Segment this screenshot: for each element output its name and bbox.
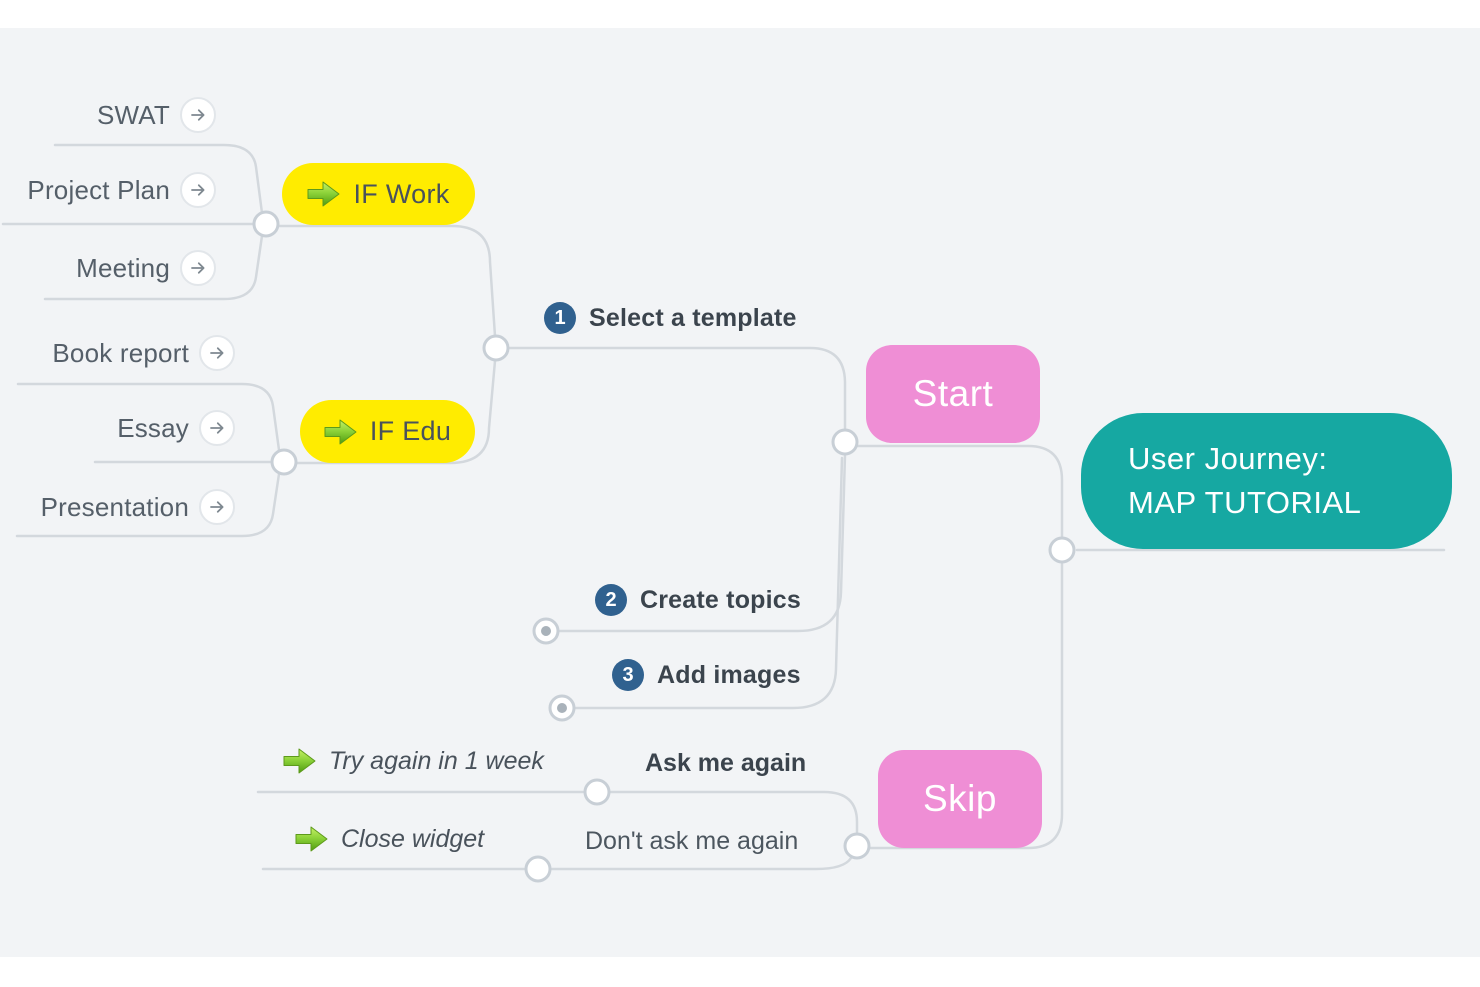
edge-swat — [53, 143, 264, 215]
root-title-line2: MAP TUTORIAL — [1128, 485, 1362, 520]
node-try-again-label: Try again in 1 week — [329, 746, 544, 775]
node-essay[interactable]: Essay — [117, 410, 235, 446]
edge-select-template-to-start — [507, 346, 847, 432]
node-meeting[interactable]: Meeting — [76, 250, 216, 286]
node-try-again-in-1-week[interactable]: Try again in 1 week — [283, 746, 544, 776]
connector-ask-again[interactable] — [583, 778, 611, 806]
step-1-badge: 1 — [544, 302, 576, 334]
node-select-a-template[interactable]: 1 Select a template — [544, 302, 797, 334]
node-swat-label: SWAT — [96, 99, 170, 130]
node-ask-me-again-label: Ask me again — [645, 748, 807, 777]
node-meeting-label: Meeting — [76, 252, 170, 283]
node-add-images-label: Add images — [657, 660, 801, 689]
edge-book-report — [16, 382, 281, 452]
edge-create-topics-to-start — [556, 453, 847, 633]
edge-presentation — [15, 472, 281, 538]
node-presentation-label: Presentation — [40, 491, 189, 522]
node-swat[interactable]: SWAT — [97, 97, 216, 133]
node-create-topics-label: Create topics — [640, 585, 801, 614]
connector-add-images-dot — [557, 703, 567, 713]
node-start[interactable]: Start — [866, 345, 1040, 443]
node-ask-me-again[interactable]: Ask me again — [645, 748, 806, 778]
edge-start-to-root — [856, 444, 1064, 540]
step-3-badge: 3 — [612, 659, 644, 691]
node-skip-label: Skip — [923, 778, 997, 819]
connector-select-template[interactable] — [482, 334, 510, 362]
node-create-topics[interactable]: 2 Create topics — [595, 584, 801, 616]
edge-ifedu-to-select — [295, 359, 497, 465]
connector-root[interactable] — [1048, 536, 1076, 564]
node-if-work[interactable]: IF Work — [282, 163, 475, 225]
connector-dont-ask[interactable] — [524, 855, 552, 883]
node-add-images[interactable]: 3 Add images — [612, 659, 801, 691]
edge-skip-to-root — [868, 560, 1064, 850]
edge-ask-again-to-skip — [608, 790, 859, 836]
node-project-plan[interactable]: Project Plan — [27, 172, 216, 208]
green-arrow-right-icon — [324, 419, 357, 444]
node-close-widget[interactable]: Close widget — [295, 824, 484, 854]
node-presentation[interactable]: Presentation — [41, 489, 235, 525]
arrow-right-circle-icon[interactable] — [180, 97, 216, 133]
node-close-widget-label: Close widget — [341, 824, 485, 853]
node-dont-ask-label: Don't ask me again — [585, 826, 799, 855]
arrow-right-circle-icon[interactable] — [199, 410, 235, 446]
node-start-label: Start — [912, 373, 994, 414]
node-if-work-label: IF Work — [353, 178, 450, 209]
node-book-report-label: Book report — [52, 337, 189, 368]
node-skip[interactable]: Skip — [878, 750, 1042, 848]
edge-dont-ask-to-skip — [549, 856, 853, 871]
node-select-a-template-label: Select a template — [589, 303, 797, 332]
arrow-right-circle-icon[interactable] — [180, 250, 216, 286]
edge-meeting — [43, 234, 264, 301]
node-essay-label: Essay — [117, 412, 189, 443]
step-2-badge: 2 — [595, 584, 627, 616]
node-book-report[interactable]: Book report — [52, 335, 235, 371]
arrow-right-circle-icon[interactable] — [180, 172, 216, 208]
connector-start[interactable] — [831, 428, 859, 456]
green-arrow-right-icon — [295, 826, 328, 852]
node-if-edu[interactable]: IF Edu — [300, 400, 475, 463]
connector-create-topics-dot — [541, 626, 551, 636]
connector-skip[interactable] — [843, 832, 871, 860]
node-if-edu-label: IF Edu — [369, 416, 452, 446]
connector-ifedu[interactable] — [270, 448, 298, 476]
green-arrow-right-icon — [283, 748, 316, 774]
root-title-line1: User Journey: — [1128, 441, 1328, 476]
arrow-right-circle-icon[interactable] — [199, 489, 235, 525]
edge-ifwork-to-select — [276, 224, 497, 338]
node-dont-ask-me-again[interactable]: Don't ask me again — [585, 826, 798, 856]
edge-add-images-to-start — [573, 456, 844, 710]
arrow-right-circle-icon[interactable] — [199, 335, 235, 371]
connector-ifwork[interactable] — [252, 210, 280, 238]
green-arrow-right-icon — [307, 181, 340, 207]
node-project-plan-label: Project Plan — [27, 174, 170, 205]
node-root-user-journey[interactable]: User Journey: MAP TUTORIAL — [1081, 413, 1452, 549]
